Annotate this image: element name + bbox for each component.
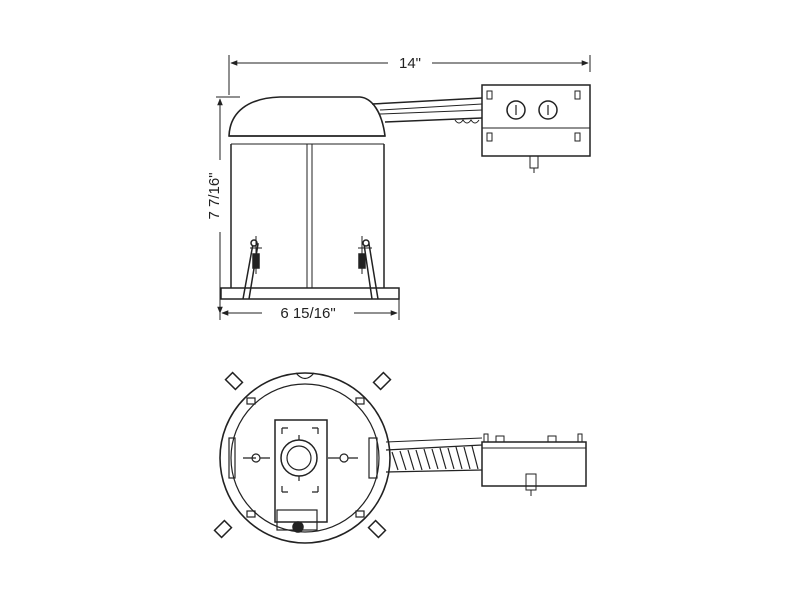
width-dimension [228,55,591,95]
junction-box [481,84,591,173]
outer-ring [219,372,391,544]
right-mounting-leg [358,236,379,300]
conduit-arm [371,97,483,124]
housing-dome [228,96,386,137]
socket [280,439,318,477]
ring-clips [228,397,378,518]
base-width-dimension [219,290,400,320]
socket-bracket [274,419,328,533]
housing-can [230,144,385,288]
side-view [216,55,591,320]
height-label: 7 7/16" [206,172,223,219]
left-mounting-leg [242,236,262,300]
mounting-plate [220,287,400,300]
overall-width-label: 14" [399,55,421,72]
inner-ring [230,383,380,533]
mounting-tabs [213,371,392,539]
base-width-label: 6 15/16" [280,305,335,322]
junction-box-top [481,433,587,496]
top-view [213,371,587,544]
keyhole-slots [243,453,358,463]
height-dimension [216,96,240,314]
flex-conduit [385,437,483,473]
